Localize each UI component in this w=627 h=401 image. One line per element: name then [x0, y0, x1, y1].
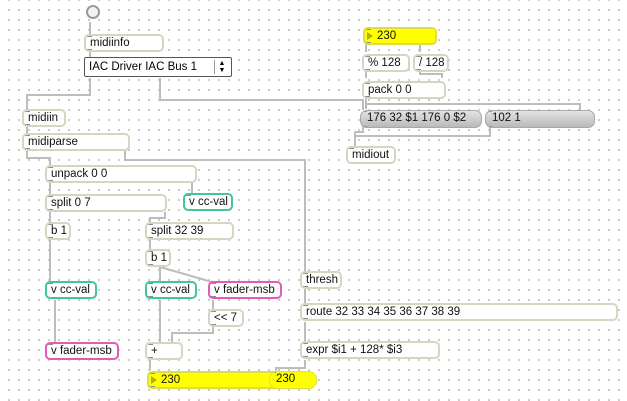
- b1-left-object[interactable]: b 1: [45, 222, 71, 240]
- number-box-top[interactable]: 230: [363, 27, 437, 45]
- cord: [366, 43, 421, 52]
- split-0-7-object[interactable]: split 0 7: [45, 194, 167, 212]
- cord: [26, 149, 51, 166]
- updown-arrow-icon[interactable]: ▲▼: [214, 60, 229, 74]
- midiinfo-object[interactable]: midiinfo: [84, 34, 164, 52]
- unpack-object[interactable]: unpack 0 0: [45, 165, 197, 183]
- shift-left-object[interactable]: << 7: [208, 309, 244, 327]
- midi-port-menu-value: IAC Driver IAC Bus 1: [89, 61, 197, 73]
- cord: [159, 78, 364, 110]
- expr-object[interactable]: expr $i1 + 128* $i3: [300, 341, 440, 359]
- pack-object[interactable]: pack 0 0: [362, 81, 446, 99]
- v-cc-val-left-object[interactable]: v cc-val: [45, 281, 97, 299]
- number-triangle-icon: [367, 32, 373, 40]
- v-cc-val-mid-object[interactable]: v cc-val: [145, 281, 197, 299]
- divide-object[interactable]: / 128: [413, 54, 449, 72]
- v-fader-msb-mid-object[interactable]: v fader-msb: [208, 281, 282, 299]
- number-box-top-value: 230: [377, 30, 397, 42]
- number-box-bottom[interactable]: 230: [147, 371, 283, 389]
- cord: [419, 71, 443, 78]
- cc-message[interactable]: 176 32 $1 176 0 $2: [360, 110, 482, 128]
- modulo-object[interactable]: % 128: [362, 54, 410, 72]
- toggle-button[interactable]: [86, 5, 100, 19]
- route-object[interactable]: route 32 33 34 35 36 37 38 39: [300, 303, 618, 321]
- cord: [366, 103, 581, 111]
- midiout-object[interactable]: midiout: [346, 146, 396, 164]
- v-cc-val-top-object[interactable]: v cc-val: [183, 193, 233, 211]
- cord: [354, 126, 491, 146]
- midiin-object[interactable]: midiin: [22, 109, 66, 127]
- midi-port-menu[interactable]: IAC Driver IAC Bus 1 ▲▼: [84, 57, 232, 77]
- b1-mid-object[interactable]: b 1: [145, 249, 171, 267]
- cord: [149, 212, 166, 223]
- cord: [124, 149, 306, 272]
- number-box-bottom-value: 230: [161, 374, 181, 386]
- midiparse-object[interactable]: midiparse: [22, 133, 130, 151]
- split-32-39-object[interactable]: split 32 39: [145, 222, 234, 240]
- result-message[interactable]: 230: [269, 371, 317, 389]
- program-change-message[interactable]: 102 1: [485, 110, 595, 128]
- plus-object[interactable]: +: [145, 342, 183, 360]
- cord: [159, 266, 213, 283]
- cord: [275, 360, 306, 372]
- number-triangle-icon: [151, 376, 157, 384]
- cord: [171, 327, 214, 342]
- cord: [26, 78, 91, 110]
- thresh-object[interactable]: thresh: [300, 271, 342, 289]
- v-fader-msb-left-object[interactable]: v fader-msb: [45, 342, 119, 360]
